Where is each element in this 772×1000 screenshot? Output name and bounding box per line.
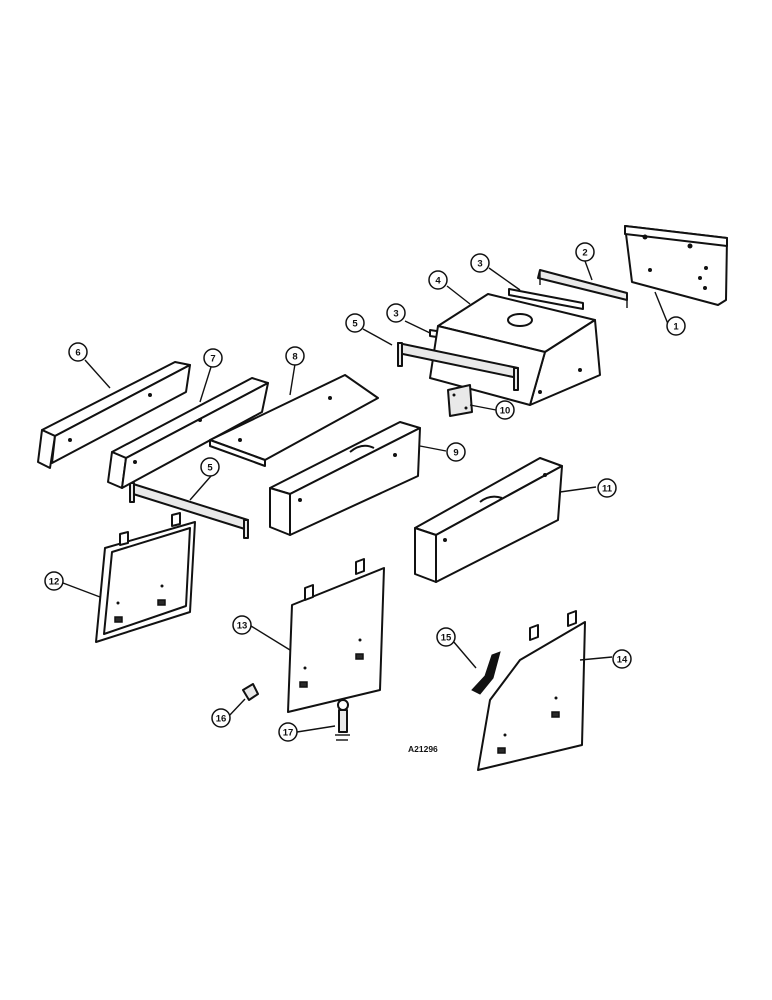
callout-10: 10 — [495, 400, 515, 420]
svg-text:15: 15 — [441, 633, 452, 644]
part-side-panel-right — [414, 457, 563, 583]
svg-text:10: 10 — [500, 406, 511, 417]
svg-text:11: 11 — [602, 484, 613, 495]
callout-1: 1 — [666, 316, 686, 336]
callout-4: 4 — [428, 270, 448, 290]
part-floor-panel-center — [209, 374, 379, 467]
callout-5-lower: 5 — [200, 457, 220, 477]
svg-text:9: 9 — [453, 448, 458, 459]
callout-13: 13 — [232, 615, 252, 635]
svg-text:7: 7 — [210, 354, 215, 365]
callout-14: 14 — [612, 649, 632, 669]
svg-text:8: 8 — [292, 352, 297, 363]
part-latch-catch — [242, 683, 259, 701]
callout-12: 12 — [44, 571, 64, 591]
svg-text:13: 13 — [237, 621, 248, 632]
callout-2: 2 — [575, 242, 595, 262]
svg-text:14: 14 — [617, 655, 628, 666]
callout-8: 8 — [285, 346, 305, 366]
part-floor-panel-center-left — [107, 377, 269, 489]
part-channel-bracket-upper — [397, 342, 519, 391]
svg-text:4: 4 — [435, 276, 441, 287]
callout-17: 17 — [278, 722, 298, 742]
part-cover-plate — [447, 384, 473, 417]
callout-16: 16 — [211, 708, 231, 728]
part-channel-bracket-lower — [129, 482, 249, 539]
svg-text:17: 17 — [283, 728, 294, 739]
part-side-panel-center — [269, 421, 421, 536]
leader-lines — [62, 260, 669, 733]
svg-text:3: 3 — [393, 309, 398, 320]
svg-text:3: 3 — [477, 259, 482, 270]
svg-text:16: 16 — [216, 714, 227, 725]
part-door-left — [95, 512, 196, 643]
part-latch-rod — [335, 699, 350, 741]
callout-3-upper: 3 — [470, 253, 490, 273]
callout-15: 15 — [436, 627, 456, 647]
svg-text:6: 6 — [75, 348, 80, 359]
callout-5-upper: 5 — [345, 313, 365, 333]
part-strap-upper — [537, 269, 628, 308]
callout-9: 9 — [446, 442, 466, 462]
svg-text:1: 1 — [673, 322, 679, 333]
svg-text:2: 2 — [582, 248, 587, 259]
figure-code: A21296 — [408, 744, 438, 754]
callout-7: 7 — [203, 348, 223, 368]
svg-text:12: 12 — [49, 577, 60, 588]
callout-6: 6 — [68, 342, 88, 362]
svg-text:5: 5 — [207, 463, 213, 474]
callout-3-lower: 3 — [386, 303, 406, 323]
part-door-center — [287, 558, 385, 713]
svg-text:5: 5 — [352, 319, 358, 330]
part-floor-panel-left — [37, 361, 191, 469]
part-door-right — [477, 610, 586, 771]
part-rear-plate — [624, 225, 728, 306]
part-seal-strip — [471, 651, 501, 695]
part-strip-upper — [508, 288, 584, 310]
callout-11: 11 — [597, 478, 617, 498]
